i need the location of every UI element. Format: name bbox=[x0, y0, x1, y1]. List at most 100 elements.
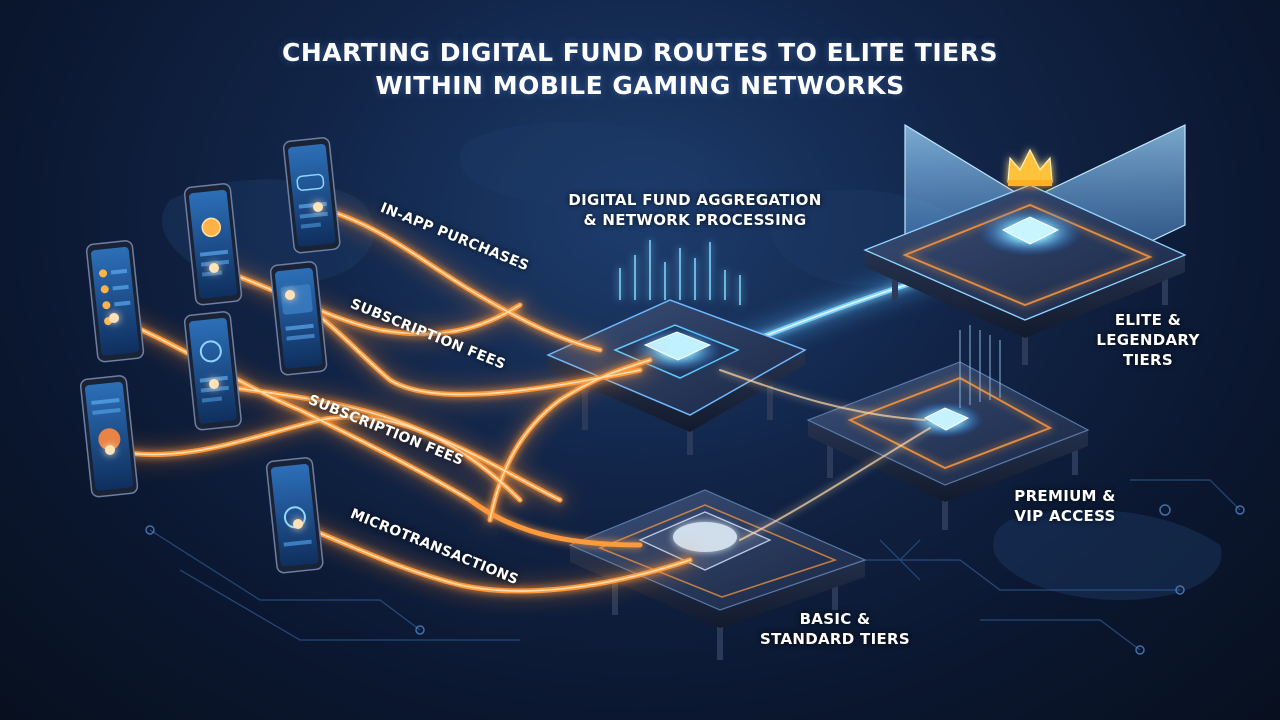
circuit-trace-3 bbox=[860, 559, 1180, 591]
flow-core-layer bbox=[109, 207, 691, 592]
app-dot bbox=[99, 269, 108, 278]
smartphone-1 bbox=[282, 137, 341, 254]
elite-chip-core bbox=[1001, 216, 1060, 245]
app-tile bbox=[299, 211, 328, 219]
smartphone-screen bbox=[189, 189, 238, 299]
premium-chip-core bbox=[923, 407, 970, 431]
smartphones bbox=[79, 137, 341, 574]
circuit-node-5 bbox=[1159, 504, 1171, 516]
smartphone-screen bbox=[189, 317, 237, 424]
map-landmass-4 bbox=[993, 509, 1222, 600]
app-tile bbox=[110, 268, 128, 275]
circuit-trace-5 bbox=[980, 619, 1141, 651]
app-tile bbox=[286, 333, 315, 341]
flow-emitter bbox=[109, 313, 119, 323]
app-dot bbox=[100, 285, 109, 294]
premium-accent-frame bbox=[847, 376, 1053, 470]
hub-outflows bbox=[719, 369, 931, 541]
orange-fund-flows bbox=[102, 200, 931, 600]
hub-label-line-1: DIGITAL FUND AGGREGATION bbox=[568, 191, 822, 209]
hub-platform-side bbox=[548, 350, 805, 432]
circuit-node-6 bbox=[1135, 645, 1145, 655]
flow-core bbox=[109, 416, 521, 501]
basic-tier-label-line-2: STANDARD TIERS bbox=[760, 630, 910, 648]
app-tile bbox=[201, 396, 223, 403]
app-tile bbox=[199, 249, 229, 257]
app-tile bbox=[201, 270, 223, 277]
elite-tier-label: ELITE & LEGENDARY TIERS bbox=[1078, 310, 1218, 370]
circuit-trace-1 bbox=[149, 529, 421, 631]
smartphone-4 bbox=[85, 240, 145, 363]
elite-tier-label-line-2: LEGENDARY bbox=[1096, 331, 1200, 349]
basic-tier-label-line-1: BASIC & bbox=[799, 610, 871, 628]
hub-data-bars bbox=[619, 240, 741, 305]
coin-icon bbox=[201, 217, 222, 238]
smartphone-5 bbox=[183, 311, 242, 431]
smartphone-2 bbox=[183, 183, 243, 306]
circuit-traces bbox=[149, 479, 1241, 651]
flow-core bbox=[214, 267, 521, 335]
hub-to-premium-flow bbox=[719, 369, 926, 421]
smartphone-3 bbox=[269, 261, 328, 376]
premium-platform-side bbox=[808, 420, 1088, 502]
circuit-trace-6 bbox=[879, 539, 921, 581]
flow-emitters bbox=[105, 202, 323, 529]
basic-tier-label: BASIC & STANDARD TIERS bbox=[750, 609, 920, 649]
flow-emitter bbox=[209, 263, 219, 273]
page-title-line-1: CHARTING DIGITAL FUND ROUTES TO ELITE TI… bbox=[282, 38, 998, 67]
flow-emitter bbox=[293, 519, 303, 529]
flow-emitter bbox=[313, 202, 323, 212]
elite-platform bbox=[863, 123, 1187, 365]
premium-data-wires bbox=[959, 325, 1001, 408]
character-icon bbox=[98, 428, 121, 451]
hub-label: DIGITAL FUND AGGREGATION & NETWORK PROCE… bbox=[560, 190, 830, 230]
premium-tier-label-line-1: PREMIUM & bbox=[1014, 487, 1116, 505]
premium-tier-label: PREMIUM & VIP ACCESS bbox=[995, 486, 1135, 526]
flow-emitter bbox=[105, 445, 115, 455]
page-title-line-2: WITHIN MOBILE GAMING NETWORKS bbox=[375, 71, 905, 100]
flow-core bbox=[489, 359, 651, 521]
basic-platform bbox=[568, 489, 867, 660]
basic-platform-side bbox=[570, 545, 865, 628]
target-icon bbox=[199, 340, 222, 363]
app-dot bbox=[102, 301, 111, 310]
circuit-trace-4 bbox=[1130, 479, 1241, 511]
crown-band bbox=[1008, 180, 1052, 186]
flow-merge-to-basic bbox=[467, 497, 643, 548]
app-tile bbox=[112, 284, 129, 291]
smartphone-7 bbox=[265, 457, 324, 574]
crown-icon bbox=[1007, 148, 1053, 186]
flow-core bbox=[289, 294, 641, 396]
circuit-trace-2 bbox=[179, 569, 520, 641]
map-landmass-2 bbox=[459, 121, 707, 209]
app-tile bbox=[283, 539, 312, 547]
basic-to-premium-flow bbox=[739, 427, 931, 541]
smartphone-6 bbox=[79, 375, 139, 498]
elite-tier-label-line-1: ELITE & bbox=[1114, 311, 1182, 329]
circuit-nodes bbox=[145, 504, 1245, 655]
circuit-node-1 bbox=[145, 525, 155, 535]
crown-body bbox=[1007, 148, 1053, 183]
basic-chip-glow bbox=[673, 522, 737, 552]
smartphone-screen bbox=[288, 143, 336, 247]
flow-core bbox=[114, 317, 471, 501]
flow-core bbox=[319, 207, 601, 351]
car-icon bbox=[296, 173, 325, 191]
flow-emitter bbox=[285, 290, 295, 300]
circuit-node-3 bbox=[1175, 585, 1185, 595]
app-tile bbox=[300, 222, 322, 229]
basic-accent-frame bbox=[597, 504, 838, 598]
app-tile bbox=[92, 407, 121, 415]
hub-chip-core bbox=[643, 331, 712, 361]
hub-platform bbox=[546, 299, 807, 455]
flow-emitter bbox=[209, 379, 219, 389]
elite-tier-label-line-3: TIERS bbox=[1123, 351, 1173, 369]
app-tile bbox=[91, 398, 120, 405]
flow-core bbox=[299, 524, 691, 592]
premium-platform bbox=[806, 361, 1090, 530]
app-tile bbox=[114, 300, 131, 307]
circuit-node-2 bbox=[415, 625, 425, 635]
app-tile bbox=[285, 323, 314, 331]
premium-tier-label-line-2: VIP ACCESS bbox=[1014, 507, 1116, 525]
